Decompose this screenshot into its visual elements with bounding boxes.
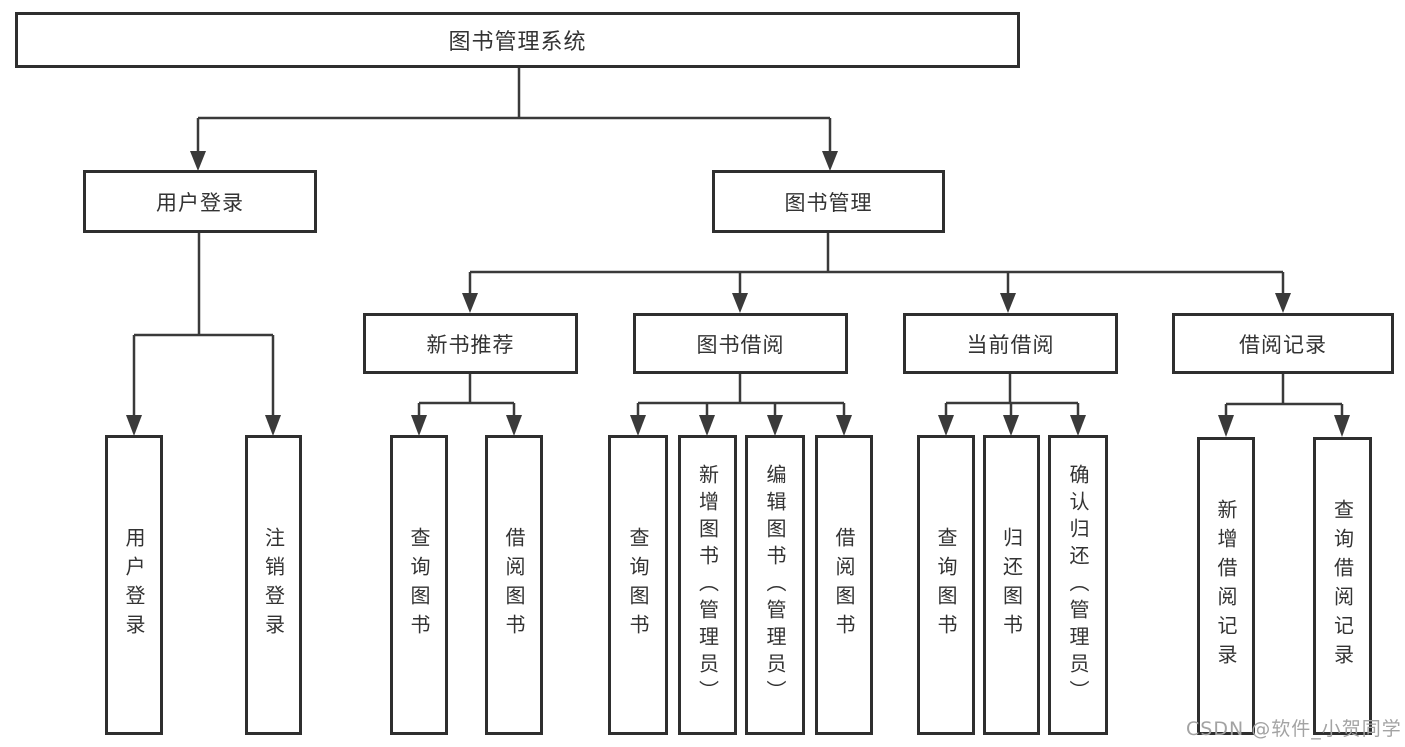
leaf-recommend-borrow-book: 借阅图书	[485, 435, 543, 735]
node-new-book-recommend: 新书推荐	[363, 313, 578, 374]
node-book-borrow: 图书借阅	[633, 313, 848, 374]
leaf-add-borrow-record: 新增借阅记录	[1197, 437, 1255, 735]
leaf-user-login: 用户登录	[105, 435, 163, 735]
node-user-login: 用户登录	[83, 170, 317, 233]
leaf-confirm-return-admin: 确认归还（管理员）	[1048, 435, 1108, 735]
node-root-system: 图书管理系统	[15, 12, 1020, 68]
leaf-logout: 注销登录	[245, 435, 302, 735]
leaf-current-query-book: 查询图书	[917, 435, 975, 735]
watermark-text: CSDN @软件_小贺同学	[1186, 718, 1402, 740]
node-borrow-record: 借阅记录	[1172, 313, 1394, 374]
leaf-return-book: 归还图书	[983, 435, 1040, 735]
node-current-borrow: 当前借阅	[903, 313, 1118, 374]
leaf-recommend-query-book: 查询图书	[390, 435, 448, 735]
leaf-add-book-admin: 新增图书（管理员）	[678, 435, 737, 735]
leaf-query-borrow-record: 查询借阅记录	[1313, 437, 1372, 735]
node-book-management: 图书管理	[712, 170, 945, 233]
leaf-borrow-query-book: 查询图书	[608, 435, 668, 735]
leaf-borrow-book: 借阅图书	[815, 435, 873, 735]
leaf-edit-book-admin: 编辑图书（管理员）	[745, 435, 805, 735]
